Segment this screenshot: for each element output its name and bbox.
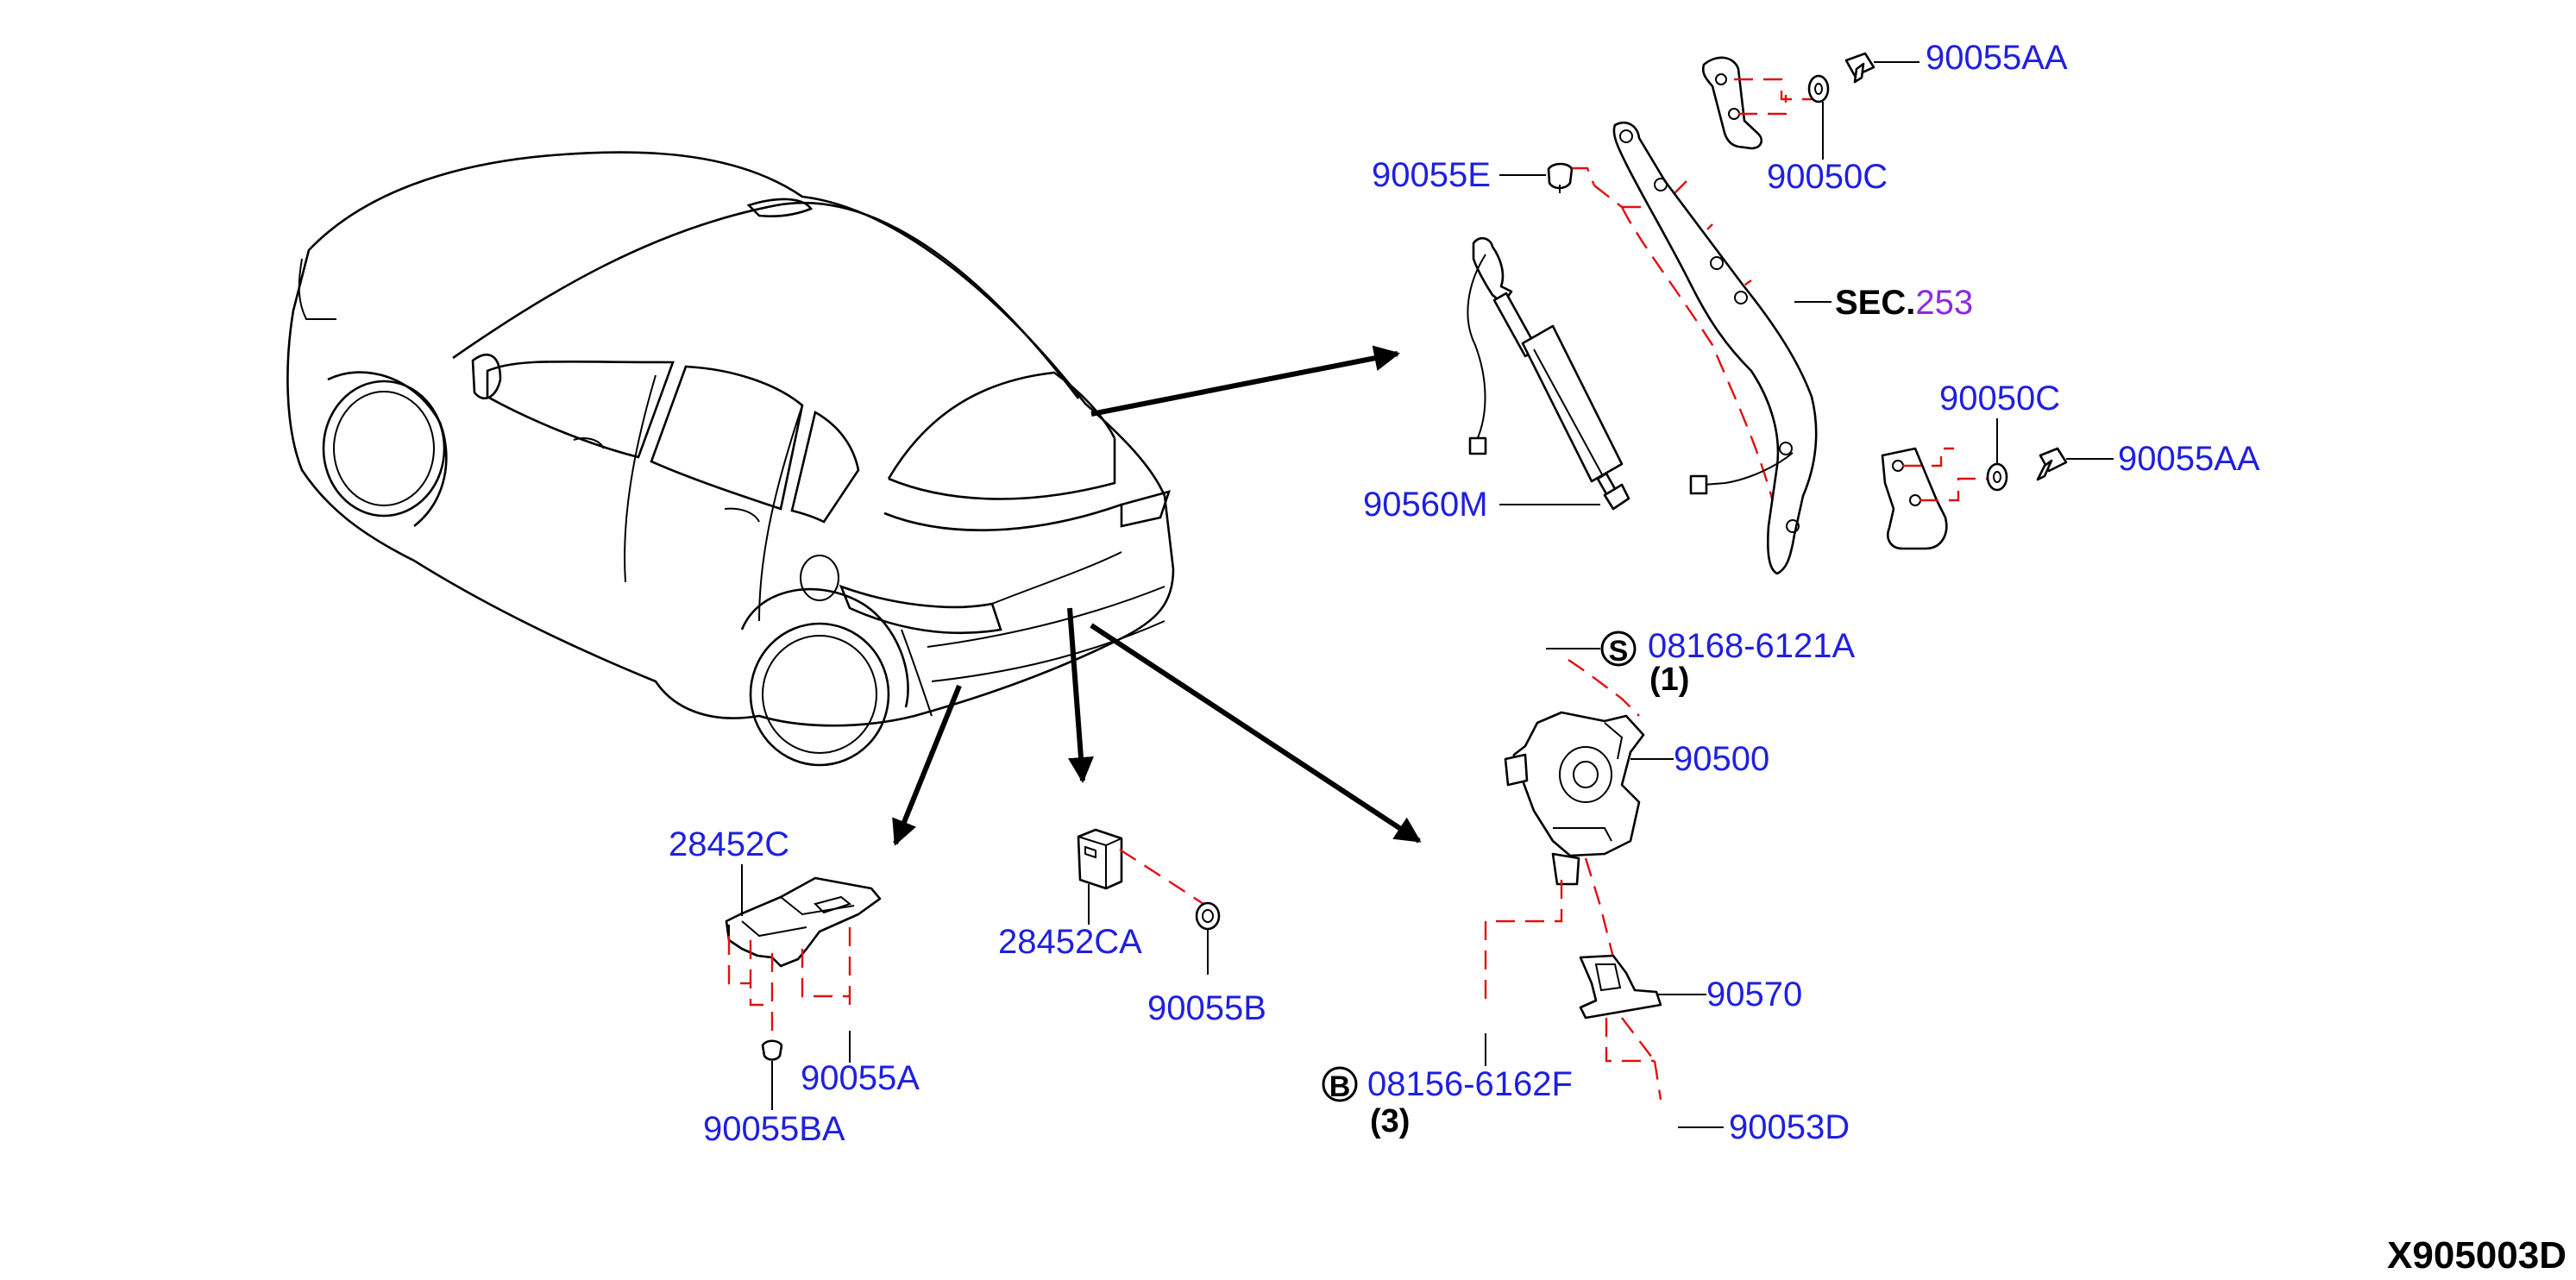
part-label-90055E[interactable]: 90055E <box>1372 156 1491 194</box>
bolt-upper <box>1844 52 1875 84</box>
leader-08156 <box>1484 880 1563 1005</box>
washer-upper <box>1807 74 1830 104</box>
section-reference[interactable]: SEC.253 <box>1835 284 1973 322</box>
callout-arrows <box>892 345 1422 846</box>
part-label-28452CA[interactable]: 28452CA <box>998 923 1142 961</box>
diagram-code: X905003D <box>2387 1234 2567 1277</box>
qty-08168: (1) <box>1649 662 1689 698</box>
part-label-08156-6162F[interactable]: 08156-6162F <box>1367 1065 1573 1103</box>
part-label-90500[interactable]: 90500 <box>1674 740 1769 778</box>
bolt-lower <box>2036 447 2068 481</box>
washer-lower <box>1986 462 2008 492</box>
part-label-28452C[interactable]: 28452C <box>669 825 789 863</box>
leader-upper-bracket <box>1734 78 1820 116</box>
leader-90570 <box>1584 857 1619 984</box>
part-label-90055A[interactable]: 90055A <box>801 1059 920 1097</box>
badge-s-letter: S <box>1609 635 1629 668</box>
striker-90570 <box>1579 954 1662 1020</box>
module-28452CA <box>1077 828 1123 890</box>
part-label-90055AA-mid[interactable]: 90055AA <box>2118 440 2260 478</box>
badge-s: S <box>1600 631 1637 668</box>
part-label-90050C-mid[interactable]: 90050C <box>1939 380 2060 417</box>
leader-lower-bracket <box>1902 447 1993 502</box>
badge-b: B <box>1322 1066 1358 1103</box>
part-label-90053D[interactable]: 90053D <box>1729 1108 1850 1146</box>
leader-90053D <box>1605 1017 1662 1101</box>
hinge-bracket-lower <box>1881 447 1948 550</box>
tailgate-hinge-arm <box>1612 121 1818 575</box>
leader-28452CA <box>1119 848 1207 907</box>
qty-08156: (3) <box>1370 1103 1410 1139</box>
badge-b-letter: B <box>1329 1070 1351 1103</box>
clip-90055B <box>1195 901 1221 931</box>
part-label-90055AA-top[interactable]: 90055AA <box>1926 39 2068 77</box>
leader-08168 <box>1568 659 1640 717</box>
section-prefix: SEC. <box>1835 284 1915 322</box>
gas-strut-90560M <box>1467 236 1630 511</box>
tailgate-latch-90500 <box>1504 711 1645 886</box>
leader-28452C <box>727 927 851 1057</box>
clip-90055BA <box>761 1039 783 1061</box>
section-number: 253 <box>1915 284 1973 322</box>
part-label-90055BA[interactable]: 90055BA <box>703 1110 845 1148</box>
part-label-90055B[interactable]: 90055B <box>1147 989 1266 1027</box>
part-label-08168-6121A[interactable]: 08168-6121A <box>1648 627 1856 665</box>
part-label-90570[interactable]: 90570 <box>1706 976 1802 1013</box>
vehicle-illustration <box>286 151 1175 767</box>
leader-hinge-chain <box>1593 185 1787 544</box>
hinge-bracket-upper <box>1701 56 1763 150</box>
part-label-90560M[interactable]: 90560M <box>1363 486 1488 524</box>
clip-90055E <box>1547 162 1574 193</box>
part-label-90050C-top[interactable]: 90050C <box>1767 158 1888 196</box>
